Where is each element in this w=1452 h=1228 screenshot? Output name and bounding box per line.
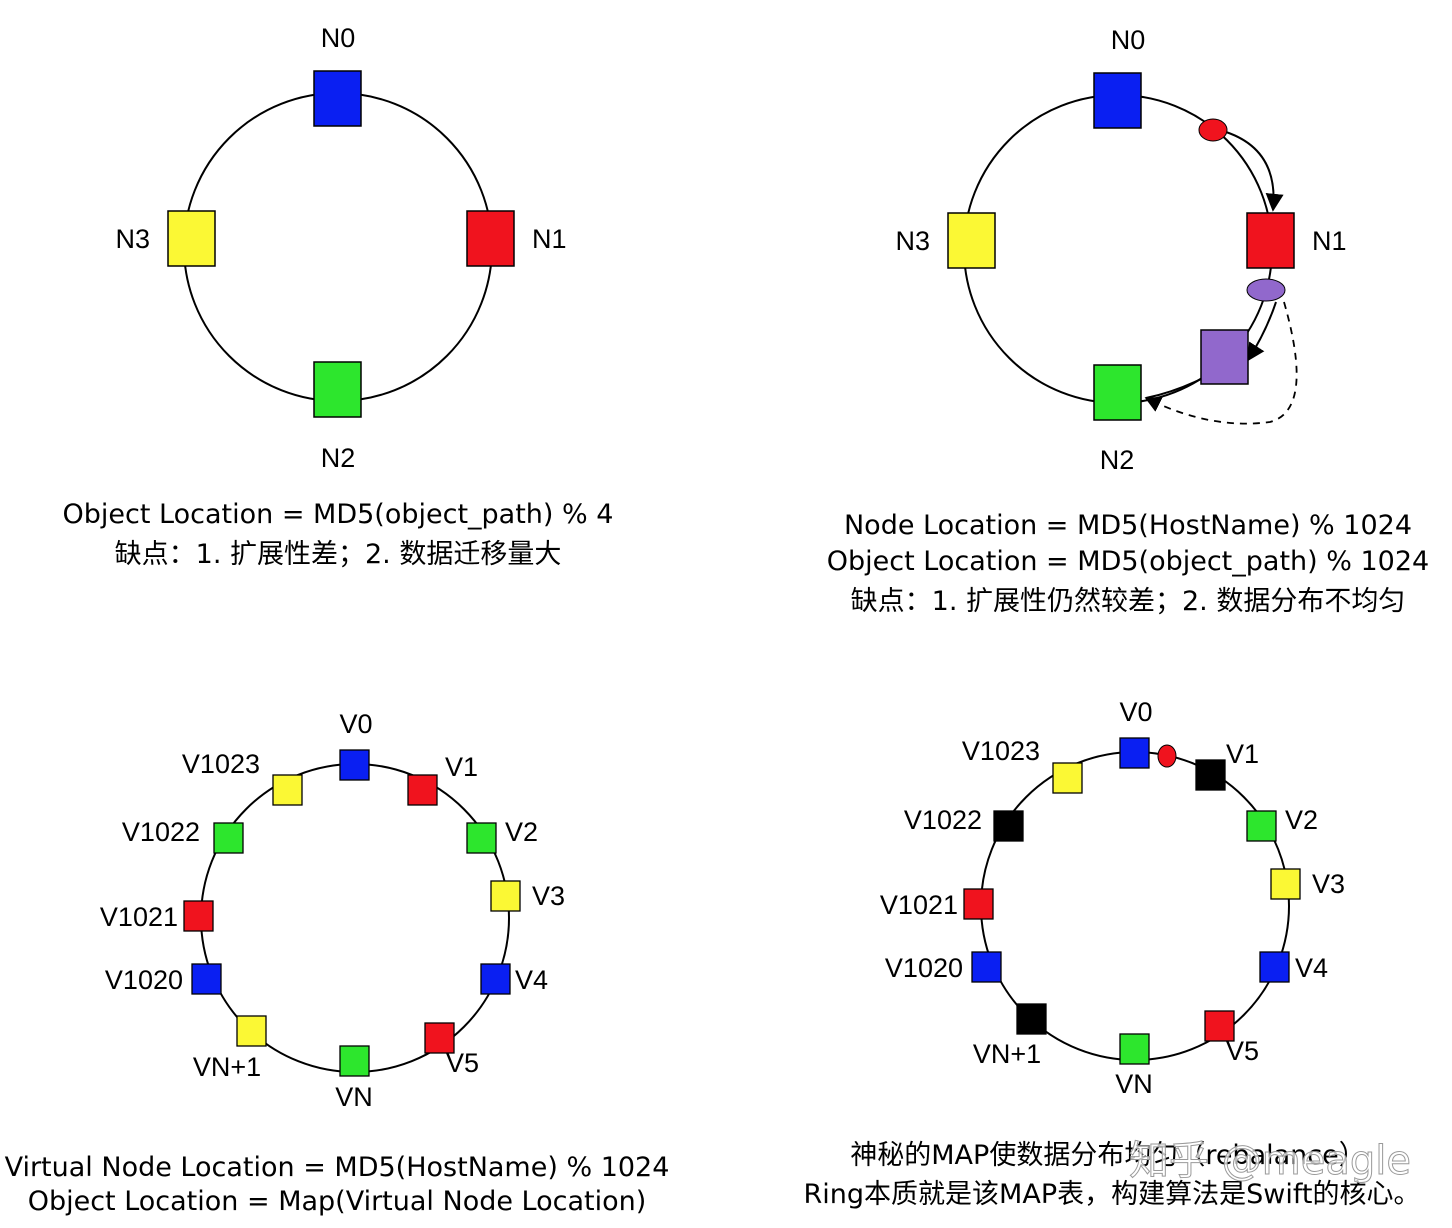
caption-line: Virtual Node Location = MD5(HostName) % …: [5, 1152, 670, 1183]
vnode-label: V0: [1119, 697, 1152, 727]
caption-line: 神秘的MAP使数据分布均匀（rebalance）: [850, 1140, 1365, 1171]
vnode-label: V1020: [105, 965, 183, 995]
vnode-box: [1195, 759, 1226, 791]
remap-dashed-arrow: [1144, 301, 1298, 425]
vnode-box: [339, 749, 370, 781]
vnode-label: V2: [1285, 805, 1318, 835]
vnode-label: V1020: [885, 953, 963, 983]
caption-line: Object Location = Map(Virtual Node Locat…: [28, 1186, 647, 1217]
panel-top-left: N0 N1 N2 N3 Object Location = MD5(object…: [63, 23, 614, 570]
vnode-label: VN: [335, 1082, 373, 1112]
vnode-label: V3: [1312, 869, 1345, 899]
vnode-label: VN: [1115, 1069, 1153, 1099]
vnode-box: [339, 1045, 370, 1077]
vnode-label: VN+1: [193, 1052, 261, 1082]
node-n1-box: [466, 210, 515, 267]
node-label: N3: [115, 224, 150, 254]
vnode-label: V5: [1226, 1036, 1259, 1066]
vnode-box: [963, 888, 994, 920]
vnode-box: [1246, 810, 1277, 842]
vnode-label: V1021: [880, 890, 958, 920]
vnode-label: V5: [446, 1048, 479, 1078]
vnode-box: [971, 951, 1002, 983]
panel-top-right: N0 N1 N2 N3 Node Location = MD5(HostName…: [827, 25, 1429, 617]
node-n3-box: [947, 212, 996, 269]
object-to-n1-arrow: [1225, 131, 1284, 212]
node-n0-box: [313, 70, 362, 127]
caption-line: Ring本质就是该MAP表，构建算法是Swift的核心。: [804, 1179, 1421, 1210]
vnode-label: V2: [505, 817, 538, 847]
vnode-box: [272, 774, 303, 806]
vnode-label: V4: [1295, 953, 1328, 983]
node-label: N0: [321, 23, 356, 53]
vnode-label: V1022: [122, 817, 200, 847]
node-label: N2: [1100, 445, 1135, 475]
vnode-box: [1259, 951, 1290, 983]
caption-line: Node Location = MD5(HostName) % 1024: [844, 510, 1412, 541]
vnode-box: [236, 1015, 267, 1047]
vnode-box: [490, 880, 521, 912]
object-to-new-node-arrow: [1247, 301, 1277, 362]
node-label: N3: [895, 226, 930, 256]
vnode-box: [424, 1022, 455, 1054]
vnode-box: [213, 822, 244, 854]
hash-ring: [183, 92, 493, 402]
vnode-box: [1016, 1003, 1047, 1035]
new-node-box: [1200, 329, 1249, 385]
node-label: N2: [321, 443, 356, 473]
object-red: [1198, 118, 1228, 142]
vnode-box: [1270, 868, 1301, 900]
vnode-box: [183, 900, 214, 932]
node-label: N1: [1312, 226, 1347, 256]
caption-line: Object Location = MD5(object_path) % 102…: [827, 546, 1429, 577]
node-n1-box: [1246, 212, 1295, 269]
node-n2-box: [313, 361, 362, 418]
object-purple: [1246, 278, 1286, 302]
panel-bottom-right: V0 V1 V2 V3 V4 V5 VN VN+1 V1020 V1021 V1…: [804, 697, 1421, 1210]
node-n2-box: [1093, 364, 1142, 421]
vnode-label: V0: [339, 709, 372, 739]
vnode-box: [407, 774, 438, 806]
vnode-label: VN+1: [973, 1039, 1041, 1069]
node-n3-box: [167, 210, 216, 267]
vnode-label: V1023: [182, 749, 260, 779]
panel-bottom-left: V0 V1 V2 V3 V4 V5 VN VN+1 V1020 V1021 V1…: [5, 709, 670, 1217]
vnode-label: V1: [1226, 739, 1259, 769]
vnode-label: V1022: [904, 805, 982, 835]
new-node-to-n2-arrow: [1145, 377, 1204, 399]
vnode-box: [1119, 737, 1150, 769]
caption-line: 缺点：1. 扩展性仍然较差；2. 数据分布不均匀: [851, 586, 1406, 617]
vnode-box: [466, 822, 497, 854]
vnode-box: [1052, 762, 1083, 794]
vnode-box: [1204, 1010, 1235, 1042]
caption-line: Object Location = MD5(object_path) % 4: [63, 499, 614, 530]
vnode-box: [1119, 1033, 1150, 1065]
object-red: [1157, 744, 1177, 768]
vnode-box: [993, 810, 1024, 842]
node-label: N0: [1111, 25, 1146, 55]
vnode-label: V3: [532, 881, 565, 911]
node-label: N1: [532, 224, 567, 254]
vnode-label: V4: [515, 965, 548, 995]
caption-line: 缺点：1. 扩展性差；2. 数据迁移量大: [115, 539, 562, 570]
node-n0-box: [1093, 72, 1142, 129]
vnode-label: V1021: [100, 902, 178, 932]
watermark: 知乎 @meagle: [1129, 1138, 1411, 1184]
vnode-label: V1023: [962, 736, 1040, 766]
vnode-box: [480, 963, 511, 995]
vnode-label: V1: [445, 752, 478, 782]
vnode-box: [191, 963, 222, 995]
